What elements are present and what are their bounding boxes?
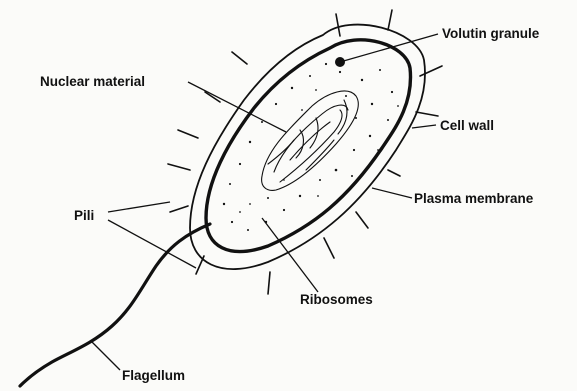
leader-cell-wall	[412, 125, 436, 128]
label-flagellum: Flagellum	[122, 368, 185, 383]
leader-plasma	[372, 188, 412, 198]
leader-flagellum	[92, 342, 120, 370]
label-cell-wall: Cell wall	[440, 118, 494, 133]
label-plasma-membrane: Plasma membrane	[414, 191, 534, 206]
label-volutin-granule: Volutin granule	[442, 26, 540, 41]
flagellum	[20, 224, 210, 386]
label-pili: Pili	[74, 208, 94, 223]
leader-pili-upper	[108, 202, 170, 212]
label-nuclear-material: Nuclear material	[40, 74, 145, 89]
nucleoid	[262, 91, 359, 190]
leader-ribosomes	[262, 218, 318, 292]
leader-pili-lower	[108, 220, 196, 268]
plasma-membrane-outline	[206, 40, 411, 252]
label-ribosomes: Ribosomes	[300, 292, 373, 307]
